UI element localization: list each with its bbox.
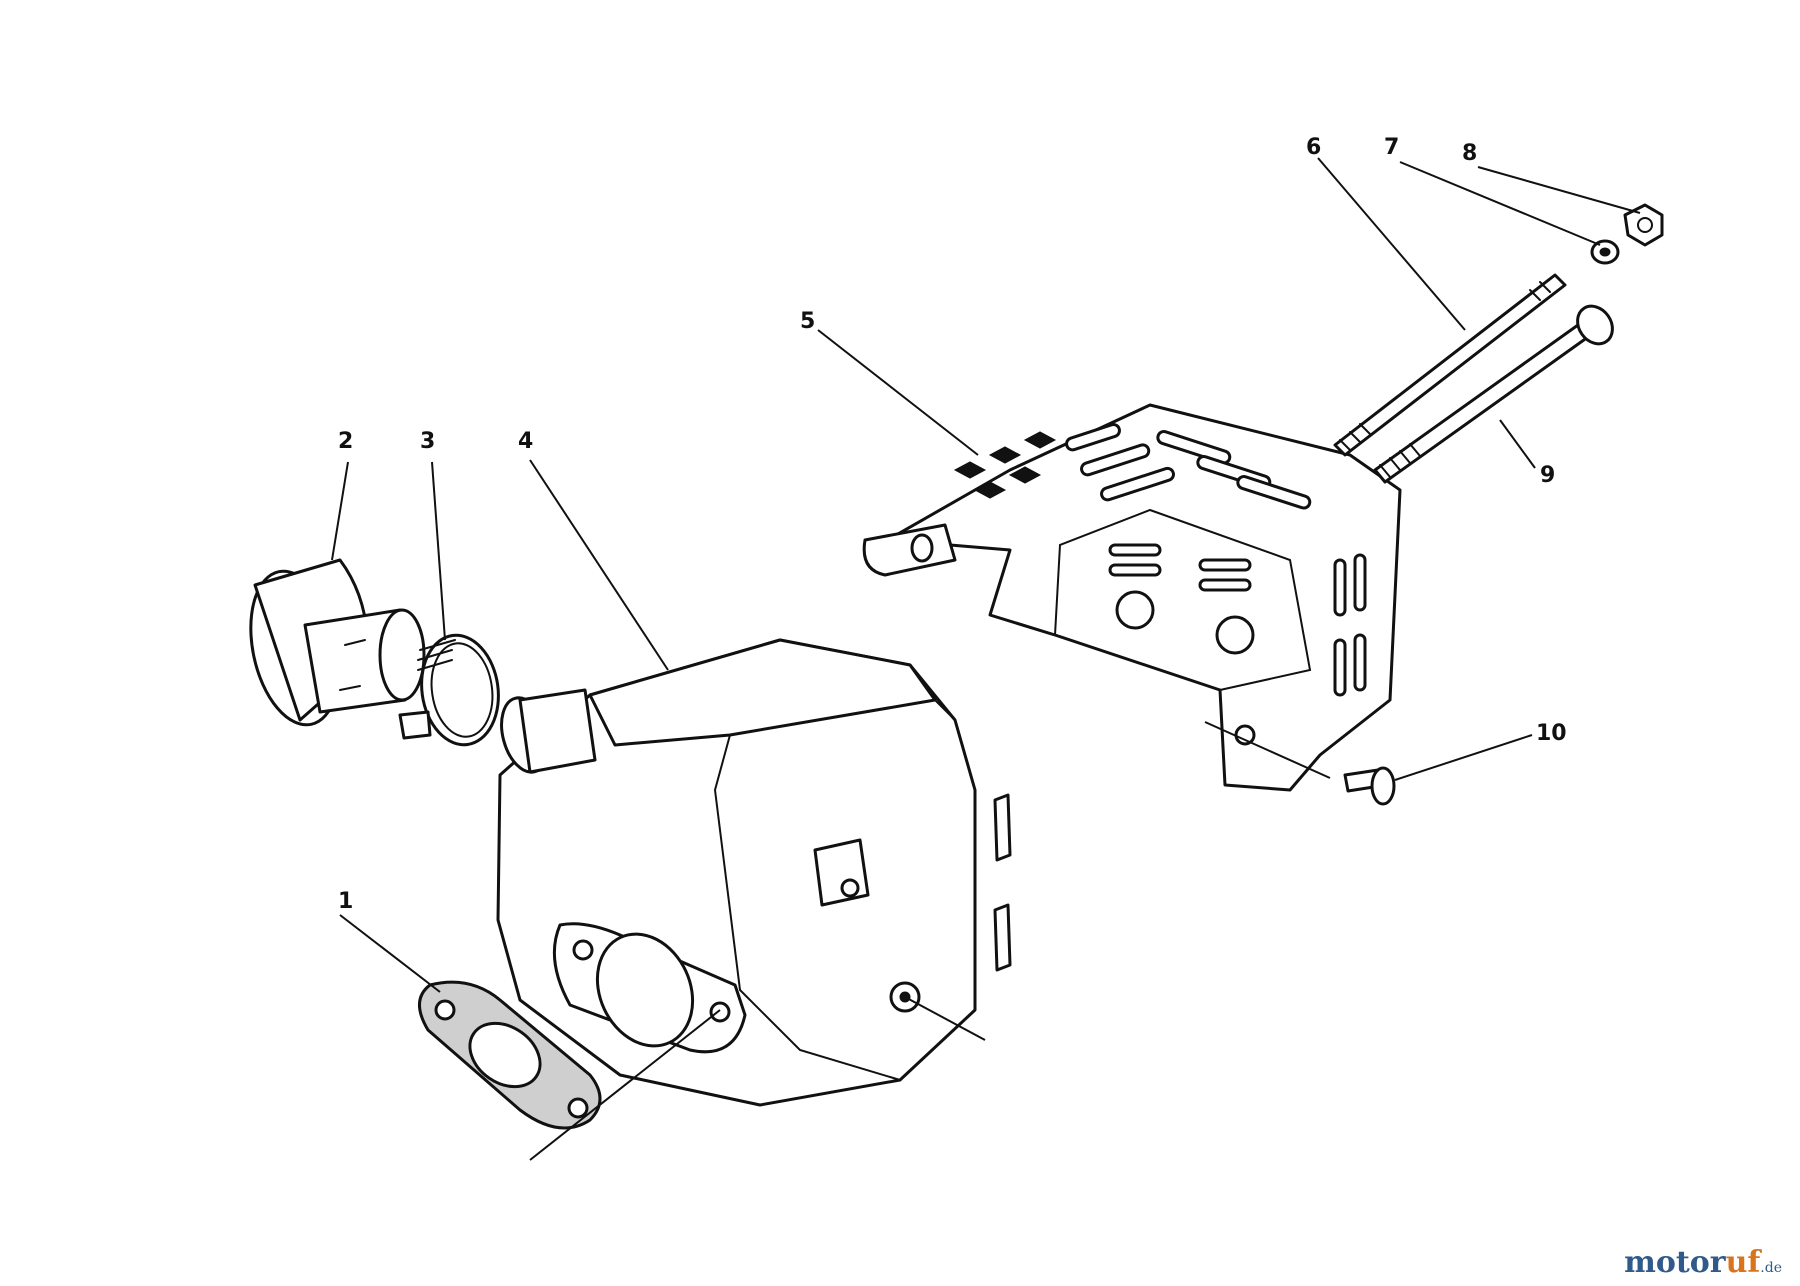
leader-lines	[331, 157, 1641, 1161]
part-stud	[1333, 273, 1567, 457]
site-watermark: motoruf.de	[1624, 1245, 1782, 1280]
callout-9: 9	[1540, 463, 1555, 488]
part-muffler	[496, 638, 1012, 1107]
callout-7: 7	[1384, 135, 1399, 160]
part-washer	[1590, 239, 1620, 265]
callout-2: 2	[338, 429, 353, 454]
callout-5: 5	[800, 309, 815, 334]
watermark-tld: .de	[1760, 1260, 1782, 1276]
part-clamp	[398, 633, 500, 747]
part-muffler-guard	[862, 403, 1402, 792]
callout-8: 8	[1462, 141, 1477, 166]
callout-4: 4	[518, 429, 533, 454]
callout-1: 1	[338, 889, 353, 914]
callout-10: 10	[1536, 721, 1567, 746]
callout-6: 6	[1306, 135, 1321, 160]
watermark-main: motor	[1624, 1245, 1726, 1280]
part-deflector	[249, 558, 426, 727]
callout-3: 3	[420, 429, 435, 454]
part-nut	[1623, 203, 1664, 247]
part-screw	[1343, 766, 1396, 806]
watermark-accent: uf	[1725, 1245, 1761, 1280]
callout-labels: 1 2 3 4 5 6 7 8 9 10	[338, 135, 1567, 914]
part-bolt	[1373, 304, 1614, 484]
part-gasket	[418, 980, 602, 1130]
